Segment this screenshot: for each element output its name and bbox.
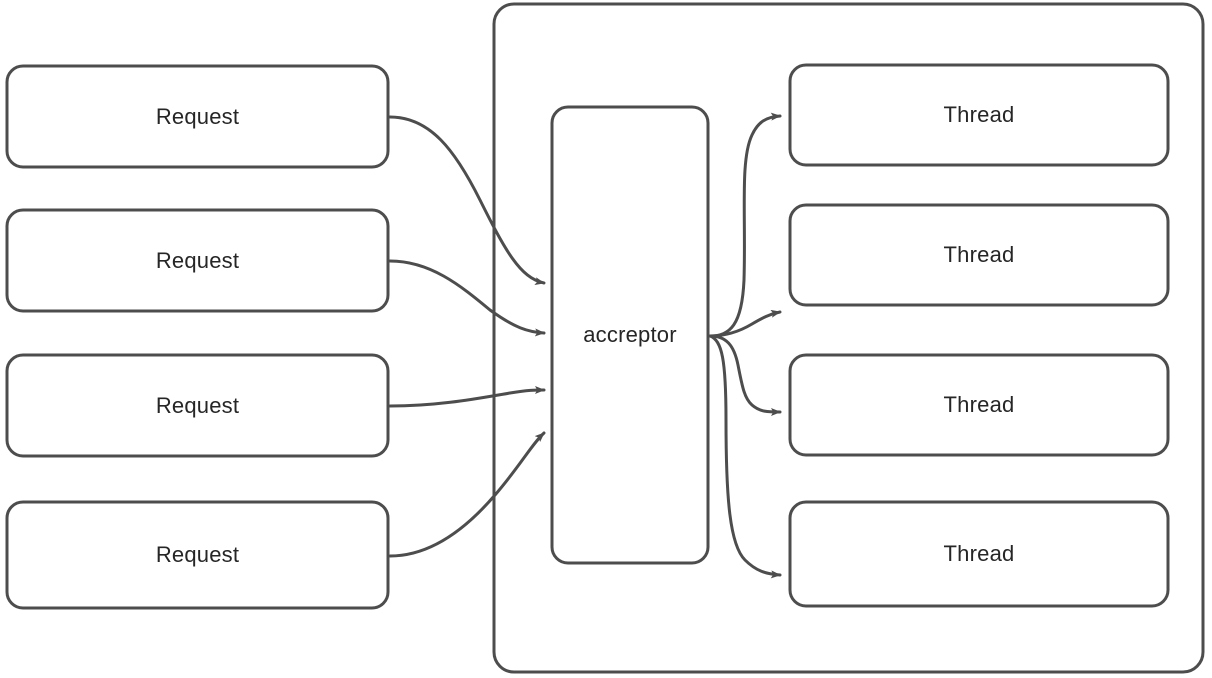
request-box-3	[5, 353, 390, 458]
acceptor-box	[550, 105, 710, 565]
thread-node-4[interactable]	[790, 502, 1168, 606]
request-shapes	[5, 64, 390, 610]
request-node-4[interactable]	[7, 502, 388, 608]
edge-acceptor-to-thread-4	[708, 334, 782, 579]
edge-acceptor-to-thread-2	[708, 309, 782, 338]
request-node-2[interactable]	[7, 210, 388, 311]
edge-request-3-to-acceptor	[388, 386, 546, 408]
acceptor-node[interactable]	[552, 107, 708, 563]
request-to-acceptor-edges	[388, 115, 546, 558]
thread-node-2[interactable]	[790, 205, 1168, 305]
edge-request-4-to-acceptor	[388, 431, 546, 558]
edge-request-2-to-acceptor	[388, 259, 546, 337]
request-node-3[interactable]	[7, 355, 388, 456]
thread-box-3	[788, 353, 1170, 457]
edge-request-1-to-acceptor	[388, 115, 546, 286]
acceptor-to-thread-edges	[708, 112, 782, 579]
request-box-1	[5, 64, 390, 169]
thread-box-2	[788, 203, 1170, 307]
server-container-outline	[492, 2, 1205, 674]
request-box-2	[5, 208, 390, 313]
request-node-1[interactable]	[7, 66, 388, 167]
server-container-shape	[492, 2, 1205, 674]
acceptor-shape	[550, 105, 710, 565]
thread-box-1	[788, 63, 1170, 167]
thread-shapes	[788, 63, 1170, 608]
request-box-4	[5, 500, 390, 610]
edge-acceptor-to-thread-1	[708, 112, 782, 338]
thread-node-3[interactable]	[790, 355, 1168, 455]
edge-acceptor-to-thread-3	[708, 334, 782, 416]
thread-box-4	[788, 500, 1170, 608]
thread-node-1[interactable]	[790, 65, 1168, 165]
